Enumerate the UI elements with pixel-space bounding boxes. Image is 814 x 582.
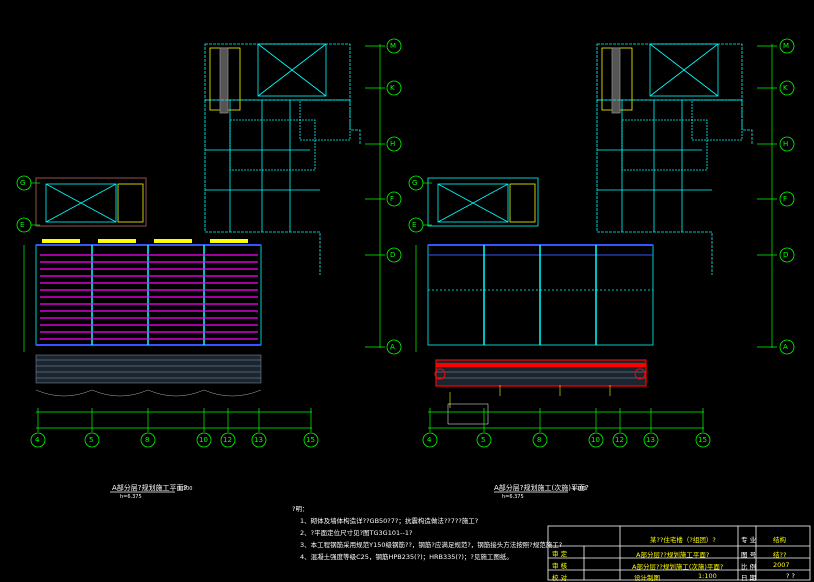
tb-col1-val: 结构 (773, 536, 786, 544)
tb-project: 某??住宅楼（?组团）? (650, 536, 716, 544)
tb-col2: 图 号 (741, 551, 757, 559)
col-label-5-right: 5 (481, 436, 486, 444)
grid-label-A-right: A (783, 343, 788, 351)
grid-bubbles (16, 38, 795, 448)
tb-col1: 专 业 (741, 536, 757, 544)
grid-label-E-right: E (412, 221, 417, 229)
col-label-13-left: 13 (254, 436, 263, 444)
tb-sign-1: 审 定 (552, 550, 568, 558)
col-label-8-right: 8 (537, 436, 542, 444)
tb-sign-3: 校 对 (552, 574, 568, 582)
general-notes: ?明： 1、砌体及墙体构造详??GB50?7?；抗震构造做法??7??施工? 2… (292, 503, 562, 563)
tb-page: ? ? (786, 572, 795, 580)
grid-label-M-right: M (783, 42, 790, 50)
col-label-15-left: 15 (306, 436, 315, 444)
right-floor-plan (427, 43, 753, 346)
col-label-5-left: 5 (89, 436, 94, 444)
right-drawing-title: A部分层?规划施工(次施)平面? (494, 484, 589, 492)
grid-axes (23, 44, 777, 432)
right-drawing-scale: 1:100 (572, 486, 587, 492)
tb-drawing-1: A部分层??规划施工平面? (636, 551, 710, 559)
left-floor-plan (35, 43, 361, 346)
grid-label-A-left: A (390, 343, 395, 351)
left-drawing-title: A部分层?规划施工平面? (112, 484, 188, 492)
col-label-4-left: 4 (35, 436, 40, 444)
tb-col4: 日 期 (741, 574, 757, 582)
col-label-12-right: 12 (615, 436, 624, 444)
col-label-13-right: 13 (646, 436, 655, 444)
grid-label-F-right: F (783, 195, 788, 203)
tb-sign-2: 审 核 (552, 562, 568, 570)
note-item-2: 2、?平面定位尺寸见?图TG3G101--1? (300, 529, 413, 537)
col-label-10-left: 10 (199, 436, 208, 444)
tb-drawing-2: A部分层??规划施工(次施)平面? (632, 563, 724, 571)
right-red-beam (434, 359, 647, 425)
col-label-8-left: 8 (145, 436, 150, 444)
note-item-3: 3、本工程钢筋采用规范Y150级钢筋??，钢筋?应满足规范?，钢筋接头方法按照?… (300, 541, 563, 549)
tb-col3-val: 1:100 (698, 572, 717, 580)
title-block-frame (547, 525, 811, 581)
col-label-10-right: 10 (591, 436, 600, 444)
tb-col4-val: 2007 (773, 561, 790, 569)
grid-label-G-right: G (412, 179, 418, 187)
left-drawing-subtitle: h=6.375 (120, 494, 142, 500)
right-drawing-subtitle: h=6.375 (502, 494, 524, 500)
note-item-4: 4、混凝土强度等级C25，钢筋HPB235(?)；HRB335(?)；?见施工图… (300, 553, 513, 561)
note-item-1: 1、砌体及墙体构造详??GB50?7?；抗震构造做法??7??施工? (300, 517, 479, 525)
left-rebar-labels (42, 239, 248, 243)
tb-sign-4: 设计制图 (634, 574, 660, 582)
grid-label-H-left: H (390, 140, 396, 148)
grid-label-K-right: K (783, 84, 788, 92)
grid-label-M-left: M (390, 42, 397, 50)
grid-label-E-left: E (20, 221, 25, 229)
left-hatch-strip (35, 354, 262, 397)
left-rebar-pattern (40, 254, 258, 340)
tb-col2-val: 结?? (773, 551, 787, 559)
col-label-4-right: 4 (427, 436, 432, 444)
col-label-15-right: 15 (698, 436, 707, 444)
grid-label-H-right: H (783, 140, 789, 148)
grid-label-K-left: K (390, 84, 395, 92)
grid-label-G-left: G (20, 179, 26, 187)
grid-label-D-right: D (783, 251, 789, 259)
grid-label-D-left: D (390, 251, 396, 259)
notes-header: ?明： (292, 505, 309, 513)
col-label-12-left: 12 (223, 436, 232, 444)
tb-col3: 比 例 (741, 563, 757, 571)
grid-label-F-left: F (390, 195, 395, 203)
left-drawing-scale: 1:100 (178, 486, 193, 492)
